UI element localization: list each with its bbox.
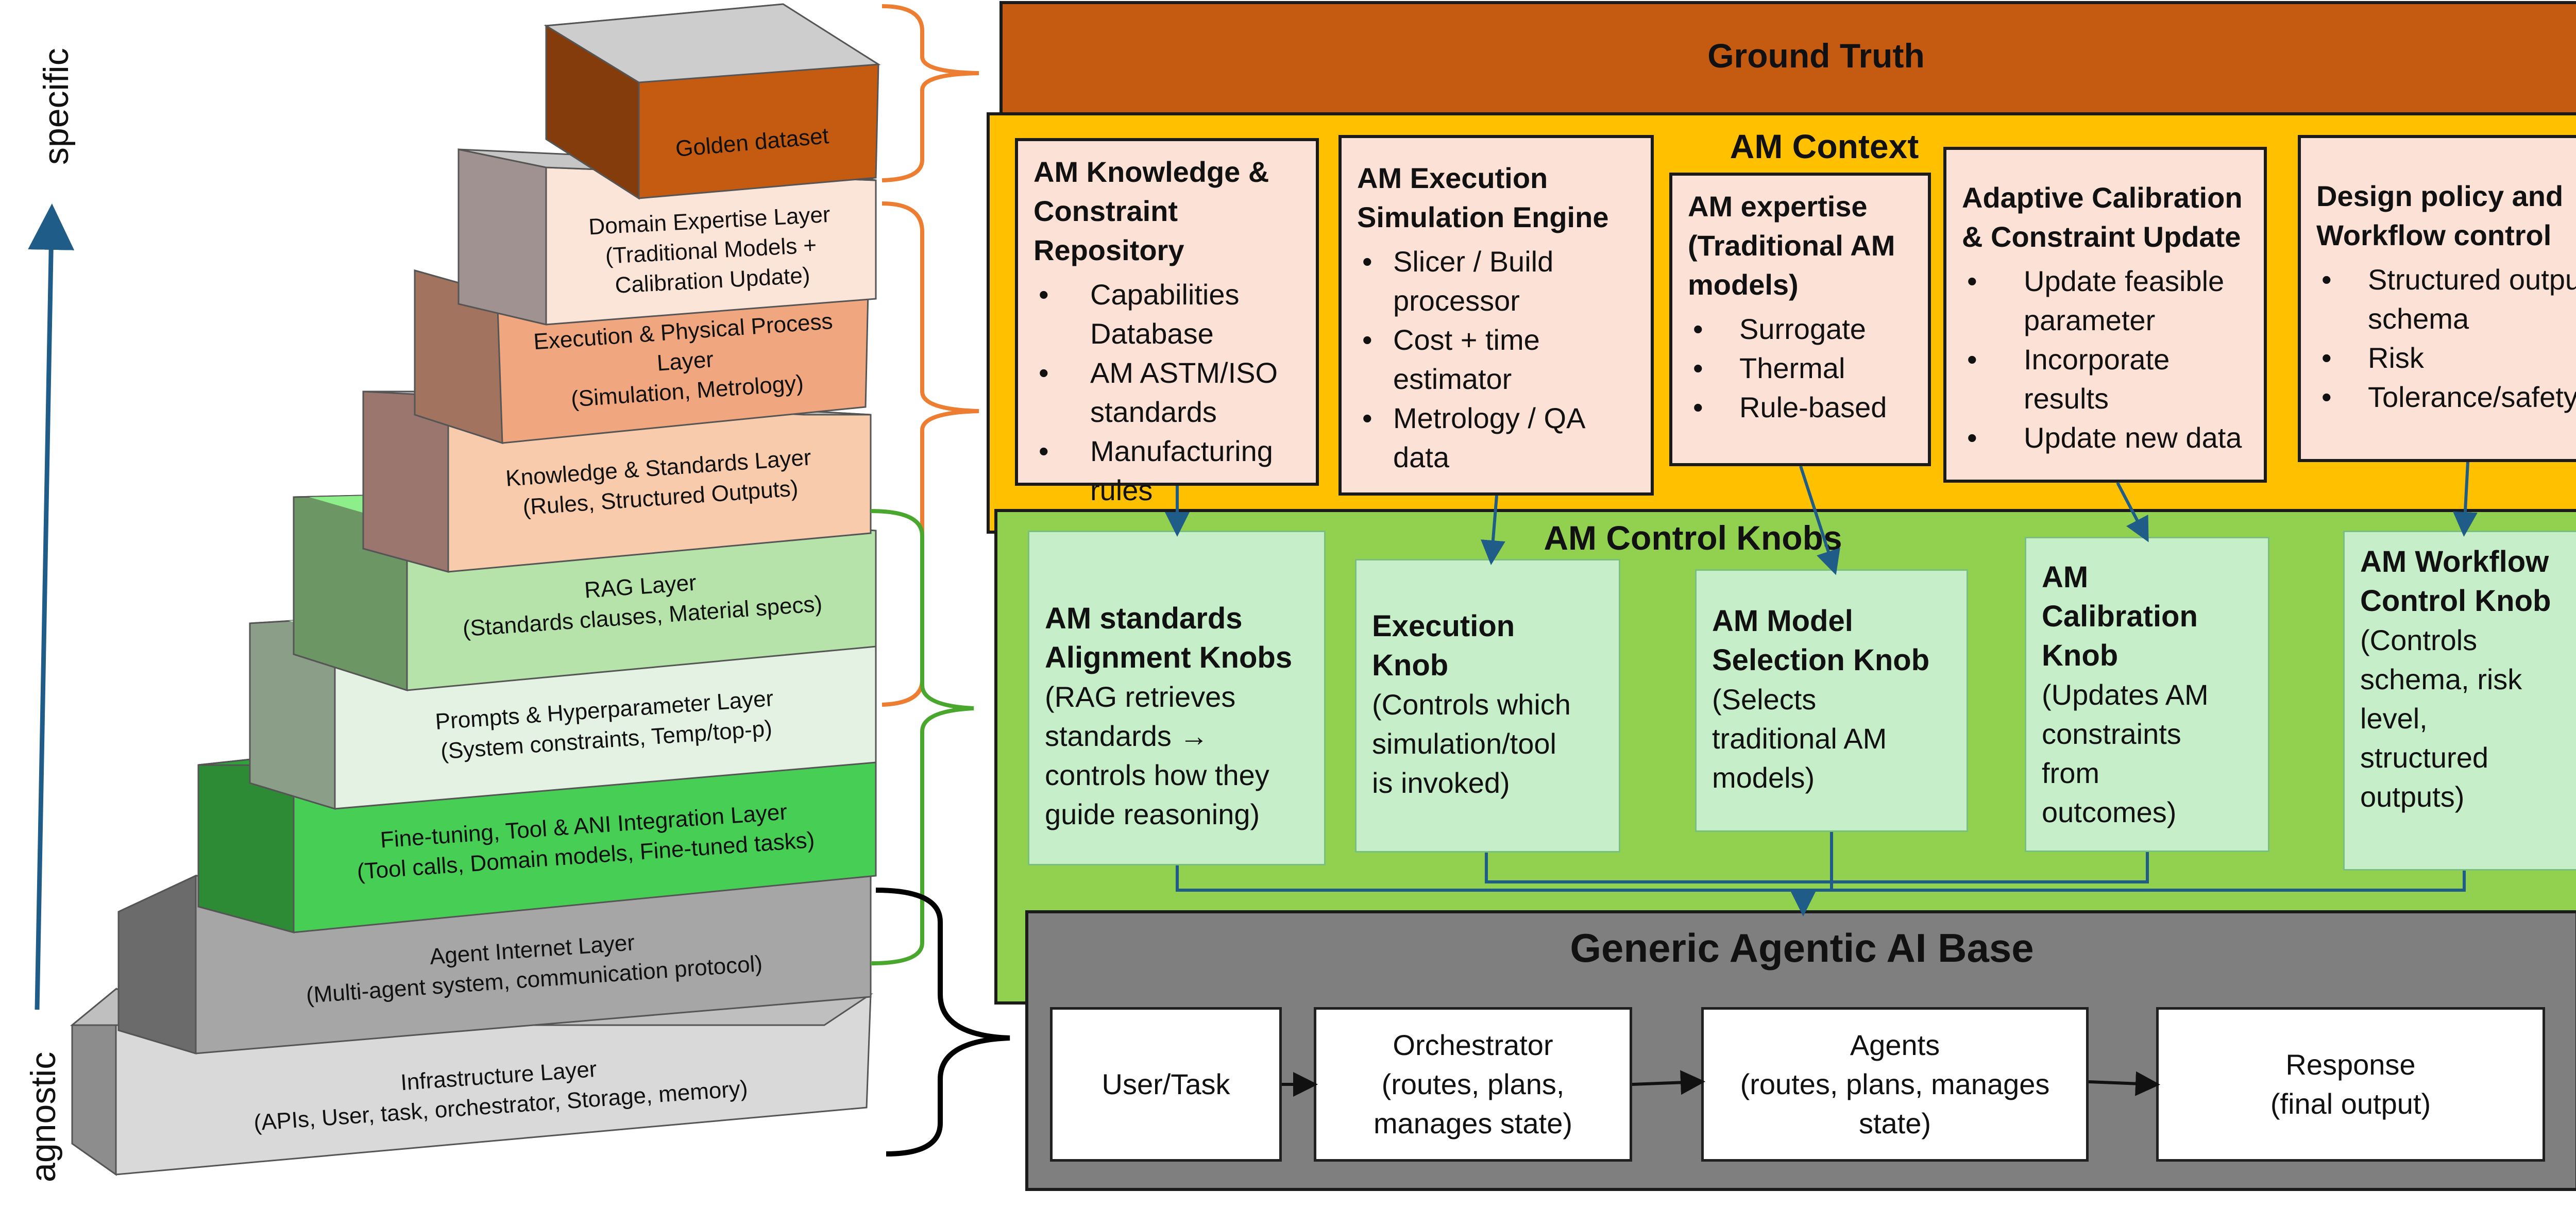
knob-title: Execution Knob xyxy=(1372,609,1515,682)
knob-description: (Selects traditional AM models) xyxy=(1712,683,1887,794)
knob-description: (Controls which simulation/tool is invok… xyxy=(1372,688,1571,799)
context-box-title: Adaptive Calibration & Constraint Update xyxy=(1962,181,2243,253)
context-box-design-policy: Design policy and Workflow control Struc… xyxy=(2298,135,2576,462)
knob-description: (Controls schema, risk level, structured… xyxy=(2360,624,2522,813)
control-knobs-title: AM Control Knobs xyxy=(1544,519,1842,557)
layer-pyramid xyxy=(28,3,1010,1176)
list-item: Thermal xyxy=(1688,349,1914,388)
context-box-adaptive-calibration: Adaptive Calibration & Constraint Update… xyxy=(1943,147,2267,483)
flow-user-task: User/Task xyxy=(1050,1007,1282,1162)
am-context-title: AM Context xyxy=(1730,127,1919,165)
axis-label-agnostic: agnostic xyxy=(24,1051,63,1182)
knob-title: AM Calibration Knob xyxy=(2042,560,2198,672)
brace-control-knobs xyxy=(870,509,974,965)
layer-golden xyxy=(544,3,881,200)
knob-workflow-control: AM Workflow Control Knob (Controls schem… xyxy=(2343,531,2576,871)
context-box-items: Surrogate Thermal Rule-based xyxy=(1688,310,1914,427)
knob-title: AM Model Selection Knob xyxy=(1712,604,1930,677)
knob-description: (RAG retrieves standards → controls how … xyxy=(1045,680,1269,830)
flow-agents: Agents (routes, plans, manages state) xyxy=(1701,1007,2089,1162)
context-box-knowledge-repository: AM Knowledge & Constraint Repository Cap… xyxy=(1015,138,1319,506)
knob-calibration: AM Calibration Knob (Updates AM constrai… xyxy=(2025,537,2269,852)
specificity-axis-arrow xyxy=(28,203,75,1010)
brace-ground-truth xyxy=(882,4,979,182)
list-item: Rule-based xyxy=(1688,388,1914,427)
knob-description: (Updates AM constraints from outcomes) xyxy=(2042,678,2209,828)
flow-response: Response (final output) xyxy=(2156,1007,2545,1162)
list-item: Surrogate xyxy=(1688,310,1914,349)
knob-execution: Execution Knob (Controls which simulatio… xyxy=(1355,559,1620,853)
context-box-title: Design policy and Workflow control xyxy=(2316,180,2564,251)
axis-label-specific: specific xyxy=(37,48,76,165)
list-item: Tolerance/safety xyxy=(2316,378,2576,417)
brace-am-context xyxy=(882,201,979,707)
knob-title: AM standards Alignment Knobs xyxy=(1045,602,1293,674)
ground-truth-panel: Ground Truth xyxy=(999,1,2576,122)
context-box-am-expertise: AM expertise (Traditional AM models) Sur… xyxy=(1669,173,1931,466)
knob-standards-alignment: AM standards Alignment Knobs (RAG retrie… xyxy=(1028,531,1326,865)
context-box-execution-engine: AM Execution Simulation Engine Slicer / … xyxy=(1338,135,1654,496)
agentic-base-title: Generic Agentic AI Base xyxy=(1570,925,2034,971)
context-box-title: AM Knowledge & Constraint Repository xyxy=(1033,156,1269,266)
flow-orchestrator: Orchestrator (routes, plans, manages sta… xyxy=(1314,1007,1632,1162)
brace-base xyxy=(875,888,1010,1156)
list-item: Update new data xyxy=(1962,418,2250,457)
knob-title: AM Workflow Control Knob xyxy=(2360,545,2551,618)
ground-truth-title: Ground Truth xyxy=(1707,37,1925,75)
knob-model-selection: AM Model Selection Knob (Selects traditi… xyxy=(1695,569,1968,832)
context-box-title: AM expertise (Traditional AM models) xyxy=(1688,190,1895,301)
layer-label-domain: Domain Expertise Layer (Traditional Mode… xyxy=(588,201,831,298)
context-box-title: AM Execution Simulation Engine xyxy=(1357,162,1609,233)
list-item: Risk xyxy=(2316,338,2576,378)
